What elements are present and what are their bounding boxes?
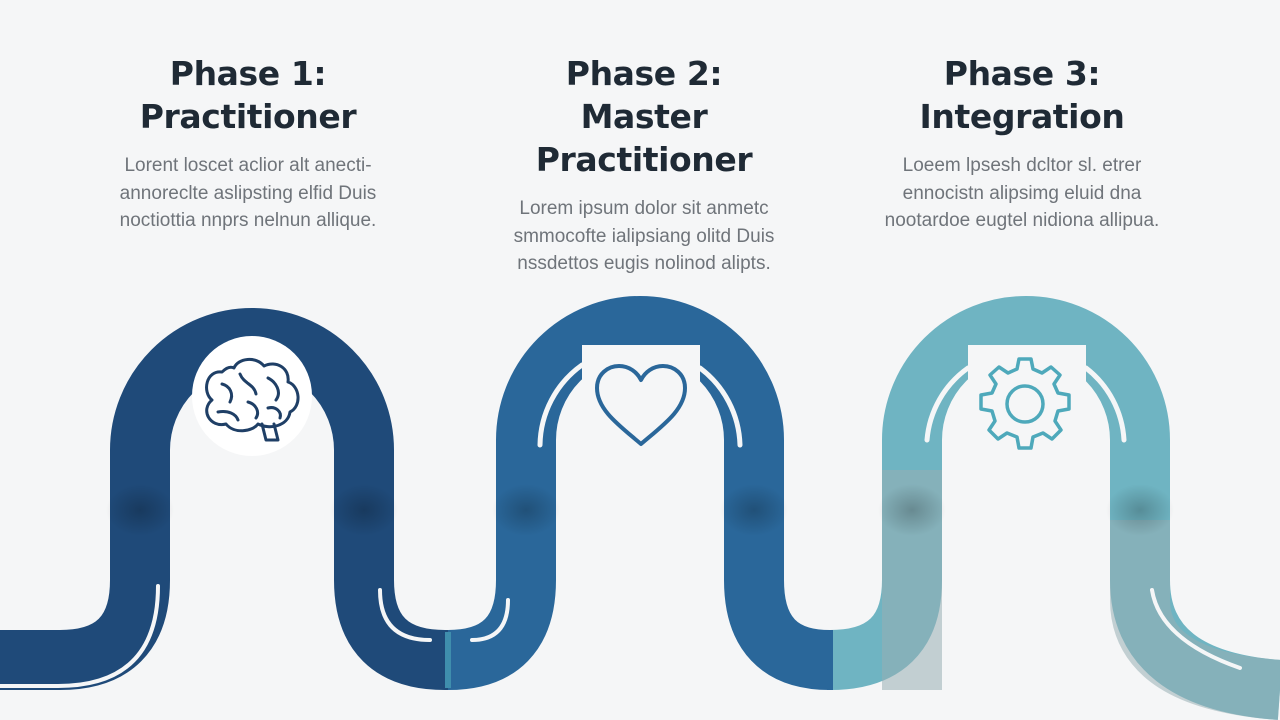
- gear-icon: [979, 357, 1071, 450]
- phase-3-title: Phase 3: Integration: [852, 52, 1192, 138]
- phase-3-text: Phase 3: Integration Loeem lpsesh dcltor…: [852, 52, 1192, 235]
- phase-3-title-line1: Phase 3:: [943, 54, 1101, 93]
- brain-icon: [205, 358, 300, 442]
- phase-2-text: Phase 2: Master Practitioner Lorem ipsum…: [474, 52, 814, 278]
- phase-2-title: Phase 2: Master Practitioner: [474, 52, 814, 181]
- phase-3-title-line2: Integration: [919, 97, 1125, 136]
- phase-1-description: Lorent loscet aclior alt anecti- annorec…: [119, 155, 377, 231]
- phase-2-description: Lorem ipsum dolor sit anmetc smmocofte i…: [513, 198, 775, 274]
- phase-1-title-line1: Phase 1:: [169, 54, 327, 93]
- phase-3-description: Loeem lpsesh dcltor sl. etrer ennocistn …: [884, 155, 1160, 231]
- phase-1-text: Phase 1: Practitioner Lorent loscet acli…: [78, 52, 418, 235]
- phase-2-title-line2: Master Practitioner: [535, 97, 753, 179]
- road-segment-3: [827, 296, 1280, 720]
- phase-2-title-line1: Phase 2:: [565, 54, 723, 93]
- phase-1-title-line2: Practitioner: [139, 97, 357, 136]
- phase-1-title: Phase 1: Practitioner: [78, 52, 418, 138]
- road-segment-1: [0, 308, 448, 690]
- heart-icon: [595, 364, 687, 446]
